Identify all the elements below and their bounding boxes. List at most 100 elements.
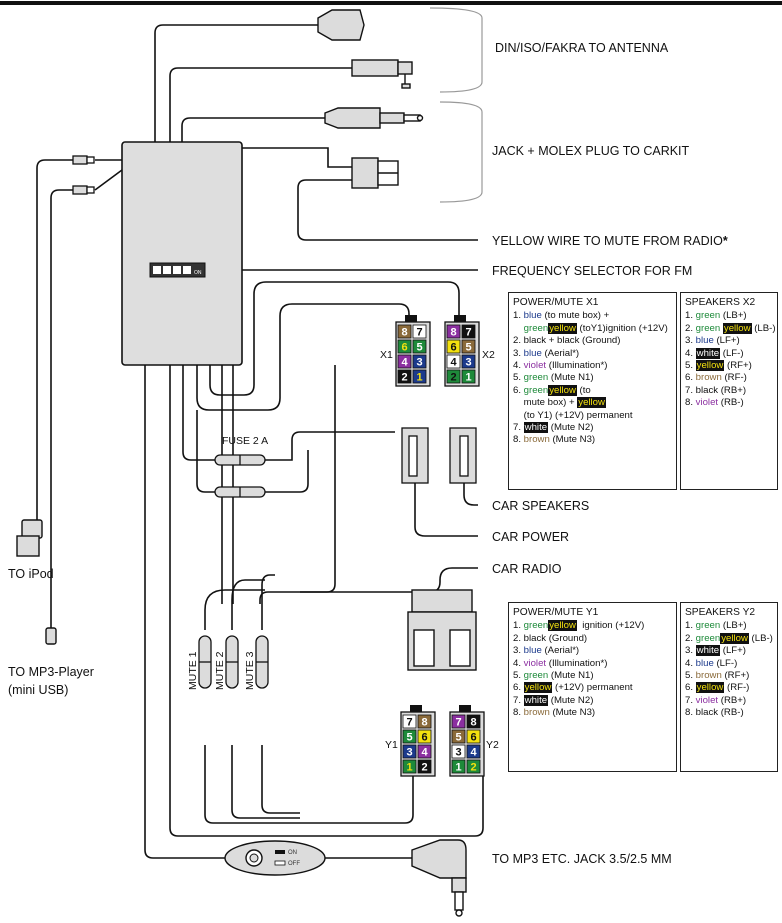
label-antenna: DIN/ISO/FAKRA TO ANTENNA	[495, 41, 669, 55]
wire-car-speakers	[463, 482, 478, 506]
legend-segment: 4.	[513, 657, 524, 669]
x1-pin-5-cell	[412, 339, 427, 354]
legend-segment: 2. black + black (Ground)	[513, 335, 621, 347]
wire-mp3-stub	[94, 169, 123, 191]
legend-segment: yellow	[523, 682, 553, 694]
legend-row: 7. white (Mute N2)	[513, 694, 672, 707]
legend-segment: 7.	[513, 694, 524, 706]
angled-jack-3-5mm	[411, 839, 467, 917]
legend-row: 6. greenyellow (to	[513, 384, 672, 397]
y1-pin-2: 2	[421, 762, 427, 774]
legend-segment: (Mute N3)	[549, 434, 596, 446]
legend-segment: (LF-)	[720, 347, 744, 359]
legend-segment: green	[695, 322, 721, 334]
legend-segment: mute box) +	[513, 397, 578, 409]
antenna-connector-fakra	[351, 59, 413, 89]
legend-segment: (LF+)	[720, 645, 746, 657]
legend-segment: 1.	[685, 620, 696, 632]
x2-pin-2-cell	[446, 369, 461, 384]
legend-segment: 6.	[685, 682, 696, 694]
dip-on-label: ON	[194, 270, 202, 276]
legend-segment: (Illumination*)	[546, 657, 608, 669]
switch-on-label: ON	[288, 850, 297, 856]
wire-car-power	[414, 480, 478, 537]
y1-pin-6: 6	[421, 732, 427, 744]
legend-segment: brown	[695, 670, 722, 682]
x1-pin-7: 7	[416, 327, 422, 339]
fuse-holder-2	[214, 486, 266, 498]
legend-segment: violet	[695, 397, 719, 409]
y1-pin-4: 4	[421, 747, 428, 759]
y2-pin-2-cell	[466, 759, 481, 774]
y2-pin-6-cell	[466, 729, 481, 744]
legend-segment: white	[523, 694, 549, 706]
legend-segment: 1.	[513, 310, 524, 322]
legend-segment: 3.	[513, 347, 524, 359]
molex-plug	[351, 157, 399, 189]
x1-pin-8-cell	[397, 324, 412, 339]
legend-row: 7. black (RB+)	[685, 385, 773, 397]
label-mute2: MUTE 2	[214, 651, 226, 690]
legend-segment: white	[523, 422, 549, 434]
legend-row: 5. green (Mute N1)	[513, 670, 672, 682]
ipod-dock-connector	[16, 519, 43, 557]
x2-pin-7-cell	[461, 324, 476, 339]
legend-segment: 3.	[685, 645, 696, 657]
inline-switch[interactable]: ON OFF	[224, 840, 326, 876]
wire-mute-radio	[297, 179, 478, 241]
label-mute1: MUTE 1	[187, 651, 199, 690]
bracket-antenna	[429, 7, 483, 93]
y1-pin-2-cell	[417, 759, 432, 774]
legend-segment: (Mute N1)	[548, 372, 594, 384]
legend-segment: blue	[523, 645, 542, 657]
y2-pin-1: 1	[455, 762, 461, 774]
legend-segment: (LF-)	[713, 657, 738, 669]
y2-pin-5: 5	[455, 732, 461, 744]
label-ipod: TO iPod	[8, 567, 54, 581]
legend-segment: 2. black (Ground)	[513, 632, 588, 644]
legend-segment: 7. black (RB+)	[685, 384, 747, 396]
x1-pin-3: 3	[416, 357, 422, 369]
y2-pin-2: 2	[470, 762, 476, 774]
mute-branch-2	[231, 579, 265, 630]
legend-segment: ignition (+12V)	[576, 620, 645, 632]
wire-carkit-jack	[181, 117, 325, 142]
legend-segment: (to Y1) (+12V) permanent	[513, 409, 633, 421]
x2-pin-4: 4	[450, 357, 457, 369]
legend-segment: 3.	[685, 335, 696, 347]
legend-row: (to Y1) (+12V) permanent	[513, 410, 672, 422]
legend-row: 8. brown (Mute N3)	[513, 434, 672, 446]
legend-segment: 8.	[685, 397, 696, 409]
x2-pin-2: 2	[450, 372, 456, 384]
car-radio-connector	[407, 589, 477, 671]
wire-x2	[209, 281, 460, 396]
legend-segment: 5.	[513, 372, 524, 384]
x2-pin-6-cell	[446, 339, 461, 354]
legend-segment: 5.	[685, 360, 696, 372]
mute-connector-2	[225, 635, 239, 689]
legend-segment: brown	[523, 434, 550, 446]
y2-pin-5-cell	[451, 729, 466, 744]
x1-pin-3-cell	[412, 354, 427, 369]
y2-pin-4: 4	[470, 747, 477, 759]
x1-pin-6-cell	[397, 339, 412, 354]
legend-segment: yellow	[577, 397, 606, 409]
mute-connector-3	[255, 635, 269, 689]
legend-title: SPEAKERS Y2	[685, 607, 756, 618]
wire-mute-3	[259, 365, 336, 604]
legend-segment: (RF+)	[721, 670, 750, 682]
legend-segment: green	[523, 322, 549, 334]
y2-pin-7: 7	[455, 717, 461, 729]
fuse-holder-1	[214, 454, 266, 466]
legend-segment: 6.	[513, 384, 524, 396]
legend-row: 1. greenyellow ignition (+12V)	[513, 620, 672, 632]
legend-row: 1. green (LB+)	[685, 620, 773, 632]
legend-segment: white	[695, 347, 721, 359]
label-car-speakers: CAR SPEAKERS	[492, 499, 589, 513]
y1-pin-8: 8	[421, 717, 427, 729]
legend-segment: yellow	[548, 322, 577, 334]
wire-fuse-1	[182, 365, 395, 461]
